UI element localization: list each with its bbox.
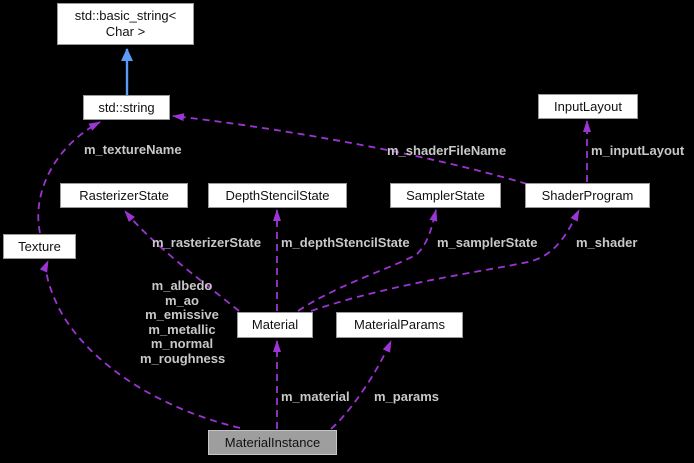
- node-input-layout[interactable]: InputLayout: [538, 94, 638, 119]
- node-material-instance[interactable]: MaterialInstance: [208, 430, 337, 455]
- node-depth-stencil-state[interactable]: DepthStencilState: [208, 183, 347, 208]
- node-std-string[interactable]: std::string: [83, 95, 170, 120]
- node-texture[interactable]: Texture: [3, 234, 76, 259]
- edge-label-m-params: m_params: [374, 389, 440, 404]
- edge-label-m-ao: m_ao: [165, 292, 199, 308]
- node-material[interactable]: Material: [237, 312, 313, 338]
- edge-label-m-textureName: m_textureName: [84, 142, 182, 157]
- node-shader-program[interactable]: ShaderProgram: [525, 183, 650, 208]
- edge-label-m-material: m_material: [281, 389, 350, 404]
- edge-texture-members: [39, 260, 241, 429]
- edge-m-shader: [310, 209, 580, 312]
- edge-m-textureName: [37, 121, 101, 234]
- edge-label-m-shaderFileName: m_shaderFileName: [387, 143, 507, 158]
- edge-label-m-shader: m_shader: [576, 235, 638, 250]
- edge-m-samplerState: [297, 209, 438, 312]
- edge-label-m-inputLayout: m_inputLayout: [591, 143, 685, 158]
- edge-m-rasterizerState: [124, 210, 240, 312]
- node-sampler-state[interactable]: SamplerState: [390, 183, 501, 208]
- node-rasterizer-state[interactable]: RasterizerState: [60, 183, 188, 208]
- edge-m-params: [330, 340, 392, 430]
- node-std-basic-string[interactable]: std::basic_string< Char >: [57, 3, 194, 45]
- node-label: Char >: [105, 24, 146, 39]
- edge-label-m-roughness: m_roughness: [140, 350, 226, 366]
- edge-label-m-emissive: m_emissive: [145, 307, 219, 322]
- node-material-params[interactable]: MaterialParams: [336, 312, 463, 338]
- edge-label-m-rasterizerState: m_rasterizerState: [152, 235, 262, 250]
- node-label: std::basic_string<: [74, 8, 177, 23]
- edge-label-m-normal: m_normal: [150, 336, 214, 351]
- edge-label-m-albedo: m_albedo: [151, 278, 213, 293]
- edge-label-m-metallic: m_metallic: [148, 321, 216, 337]
- edge-label-m-depthStencilState: m_depthStencilState: [281, 235, 410, 250]
- edge-label-texture-members: m_albedo m_ao m_emissive m_metallic m_no…: [140, 278, 226, 366]
- edge-label-m-samplerState: m_samplerState: [437, 235, 538, 250]
